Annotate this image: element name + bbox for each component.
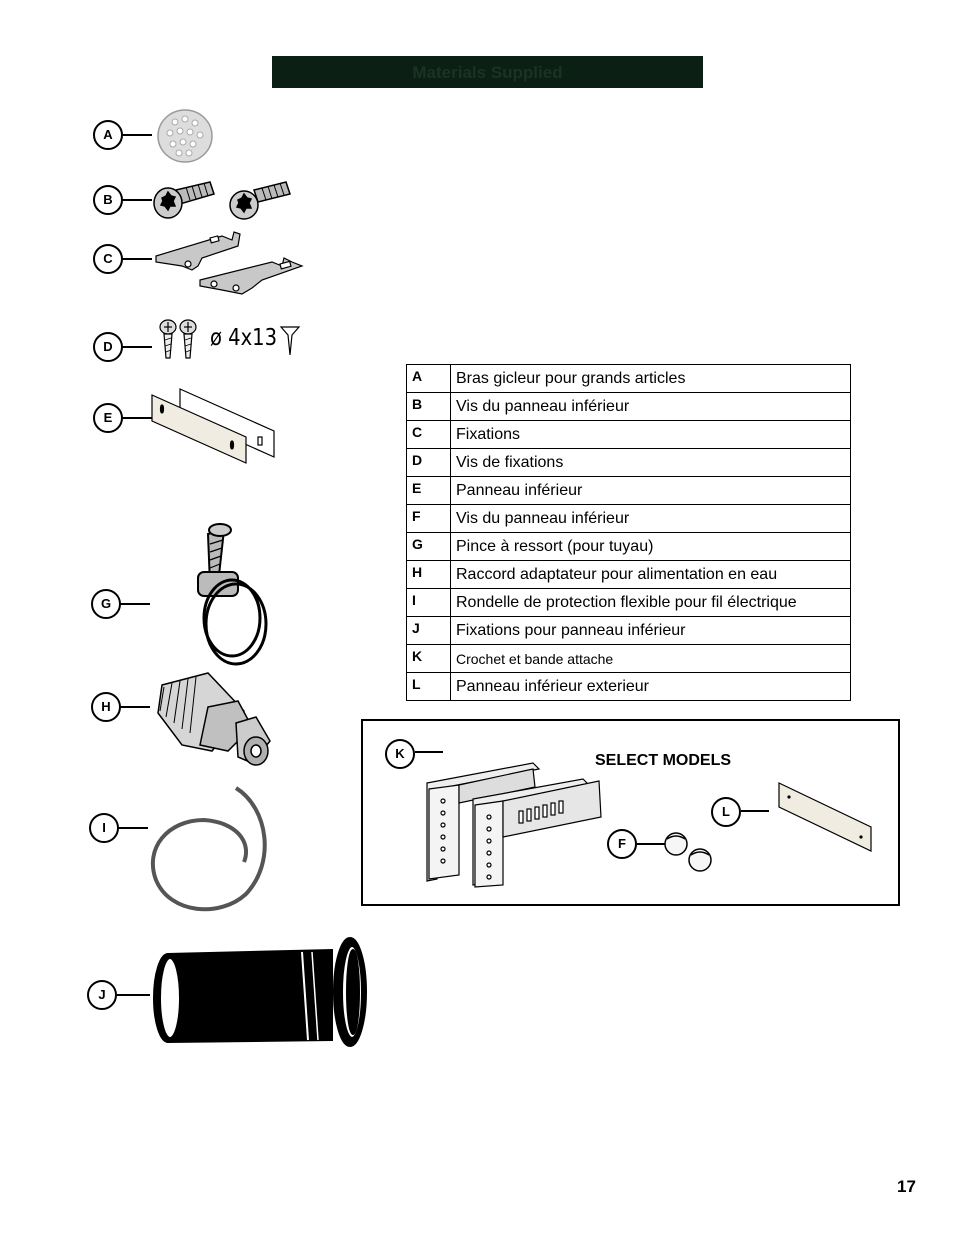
leader-line: [118, 827, 148, 829]
hook-strap-illustration: [426, 762, 602, 888]
screw-size-label: ø 4x13: [210, 325, 278, 351]
table-cell-description: Raccord adaptateur pour alimentation en …: [450, 560, 851, 589]
leader-line: [116, 994, 150, 996]
callout-c: C: [93, 244, 123, 274]
panel-illustration: [151, 388, 275, 464]
table-cell-description: Panneau inférieur: [450, 476, 851, 505]
table-cell-letter: J: [406, 616, 451, 645]
callout-d: D: [93, 332, 123, 362]
table-cell-letter: G: [406, 532, 451, 561]
leader-line: [741, 810, 769, 812]
leader-line: [122, 199, 152, 201]
materials-banner: Materials Supplied: [272, 56, 703, 88]
table-cell-letter: C: [406, 420, 451, 449]
table-cell-description: Crochet et bande attache: [450, 644, 851, 673]
callout-b: B: [93, 185, 123, 215]
leader-line: [122, 417, 152, 419]
screw-illustration: [153, 181, 291, 220]
table-cell-description: Fixations pour panneau inférieur: [450, 616, 851, 645]
callout-h: H: [91, 692, 121, 722]
spring-clamp-illustration: [197, 523, 268, 666]
table-cell-description: Vis du panneau inférieur: [450, 504, 851, 533]
select-models-title: SELECT MODELS: [595, 752, 732, 769]
leader-line: [122, 346, 152, 348]
callout-k: K: [385, 739, 415, 769]
screw-symbol-icon: [279, 326, 301, 356]
grommet-ring-illustration: [150, 786, 267, 912]
callout-l: L: [711, 797, 741, 827]
table-cell-description: Pince à ressort (pour tuyau): [450, 532, 851, 561]
sleeve-illustration: [153, 937, 367, 1047]
leader-line: [637, 843, 665, 845]
adapter-fitting-illustration: [157, 672, 271, 766]
spray-arm-illustration: [157, 109, 213, 163]
table-cell-description: Vis du panneau inférieur: [450, 392, 851, 421]
callout-j: J: [87, 980, 117, 1010]
outer-panel-illustration: [778, 782, 872, 852]
callout-g: G: [91, 589, 121, 619]
leader-line: [415, 751, 443, 753]
table-cell-description: Bras gicleur pour grands articles: [450, 364, 851, 393]
callout-f: F: [607, 829, 637, 859]
screw-cap-illustration: [664, 832, 712, 872]
callout-a: A: [93, 120, 123, 150]
table-cell-letter: K: [406, 644, 451, 673]
page-number: 17: [897, 1177, 916, 1196]
callout-i: I: [89, 813, 119, 843]
table-cell-letter: F: [406, 504, 451, 533]
leader-line: [120, 603, 150, 605]
table-cell-letter: E: [406, 476, 451, 505]
table-cell-letter: B: [406, 392, 451, 421]
table-cell-letter: H: [406, 560, 451, 589]
screw-illustration: [159, 319, 197, 359]
callout-e: E: [93, 403, 123, 433]
table-cell-description: Vis de fixations: [450, 448, 851, 477]
select-models-box: SELECT MODELS K F L: [361, 719, 900, 906]
table-cell-description: Panneau inférieur exterieur: [450, 672, 851, 701]
table-cell-letter: L: [406, 672, 451, 701]
table-cell-letter: A: [406, 364, 451, 393]
leader-line: [120, 706, 150, 708]
table-cell-description: Fixations: [450, 420, 851, 449]
bracket-illustration: [155, 231, 304, 295]
table-cell-letter: I: [406, 588, 451, 617]
table-cell-letter: D: [406, 448, 451, 477]
leader-line: [122, 258, 152, 260]
table-cell-description: Rondelle de protection flexible pour fil…: [450, 588, 851, 617]
leader-line: [122, 134, 152, 136]
